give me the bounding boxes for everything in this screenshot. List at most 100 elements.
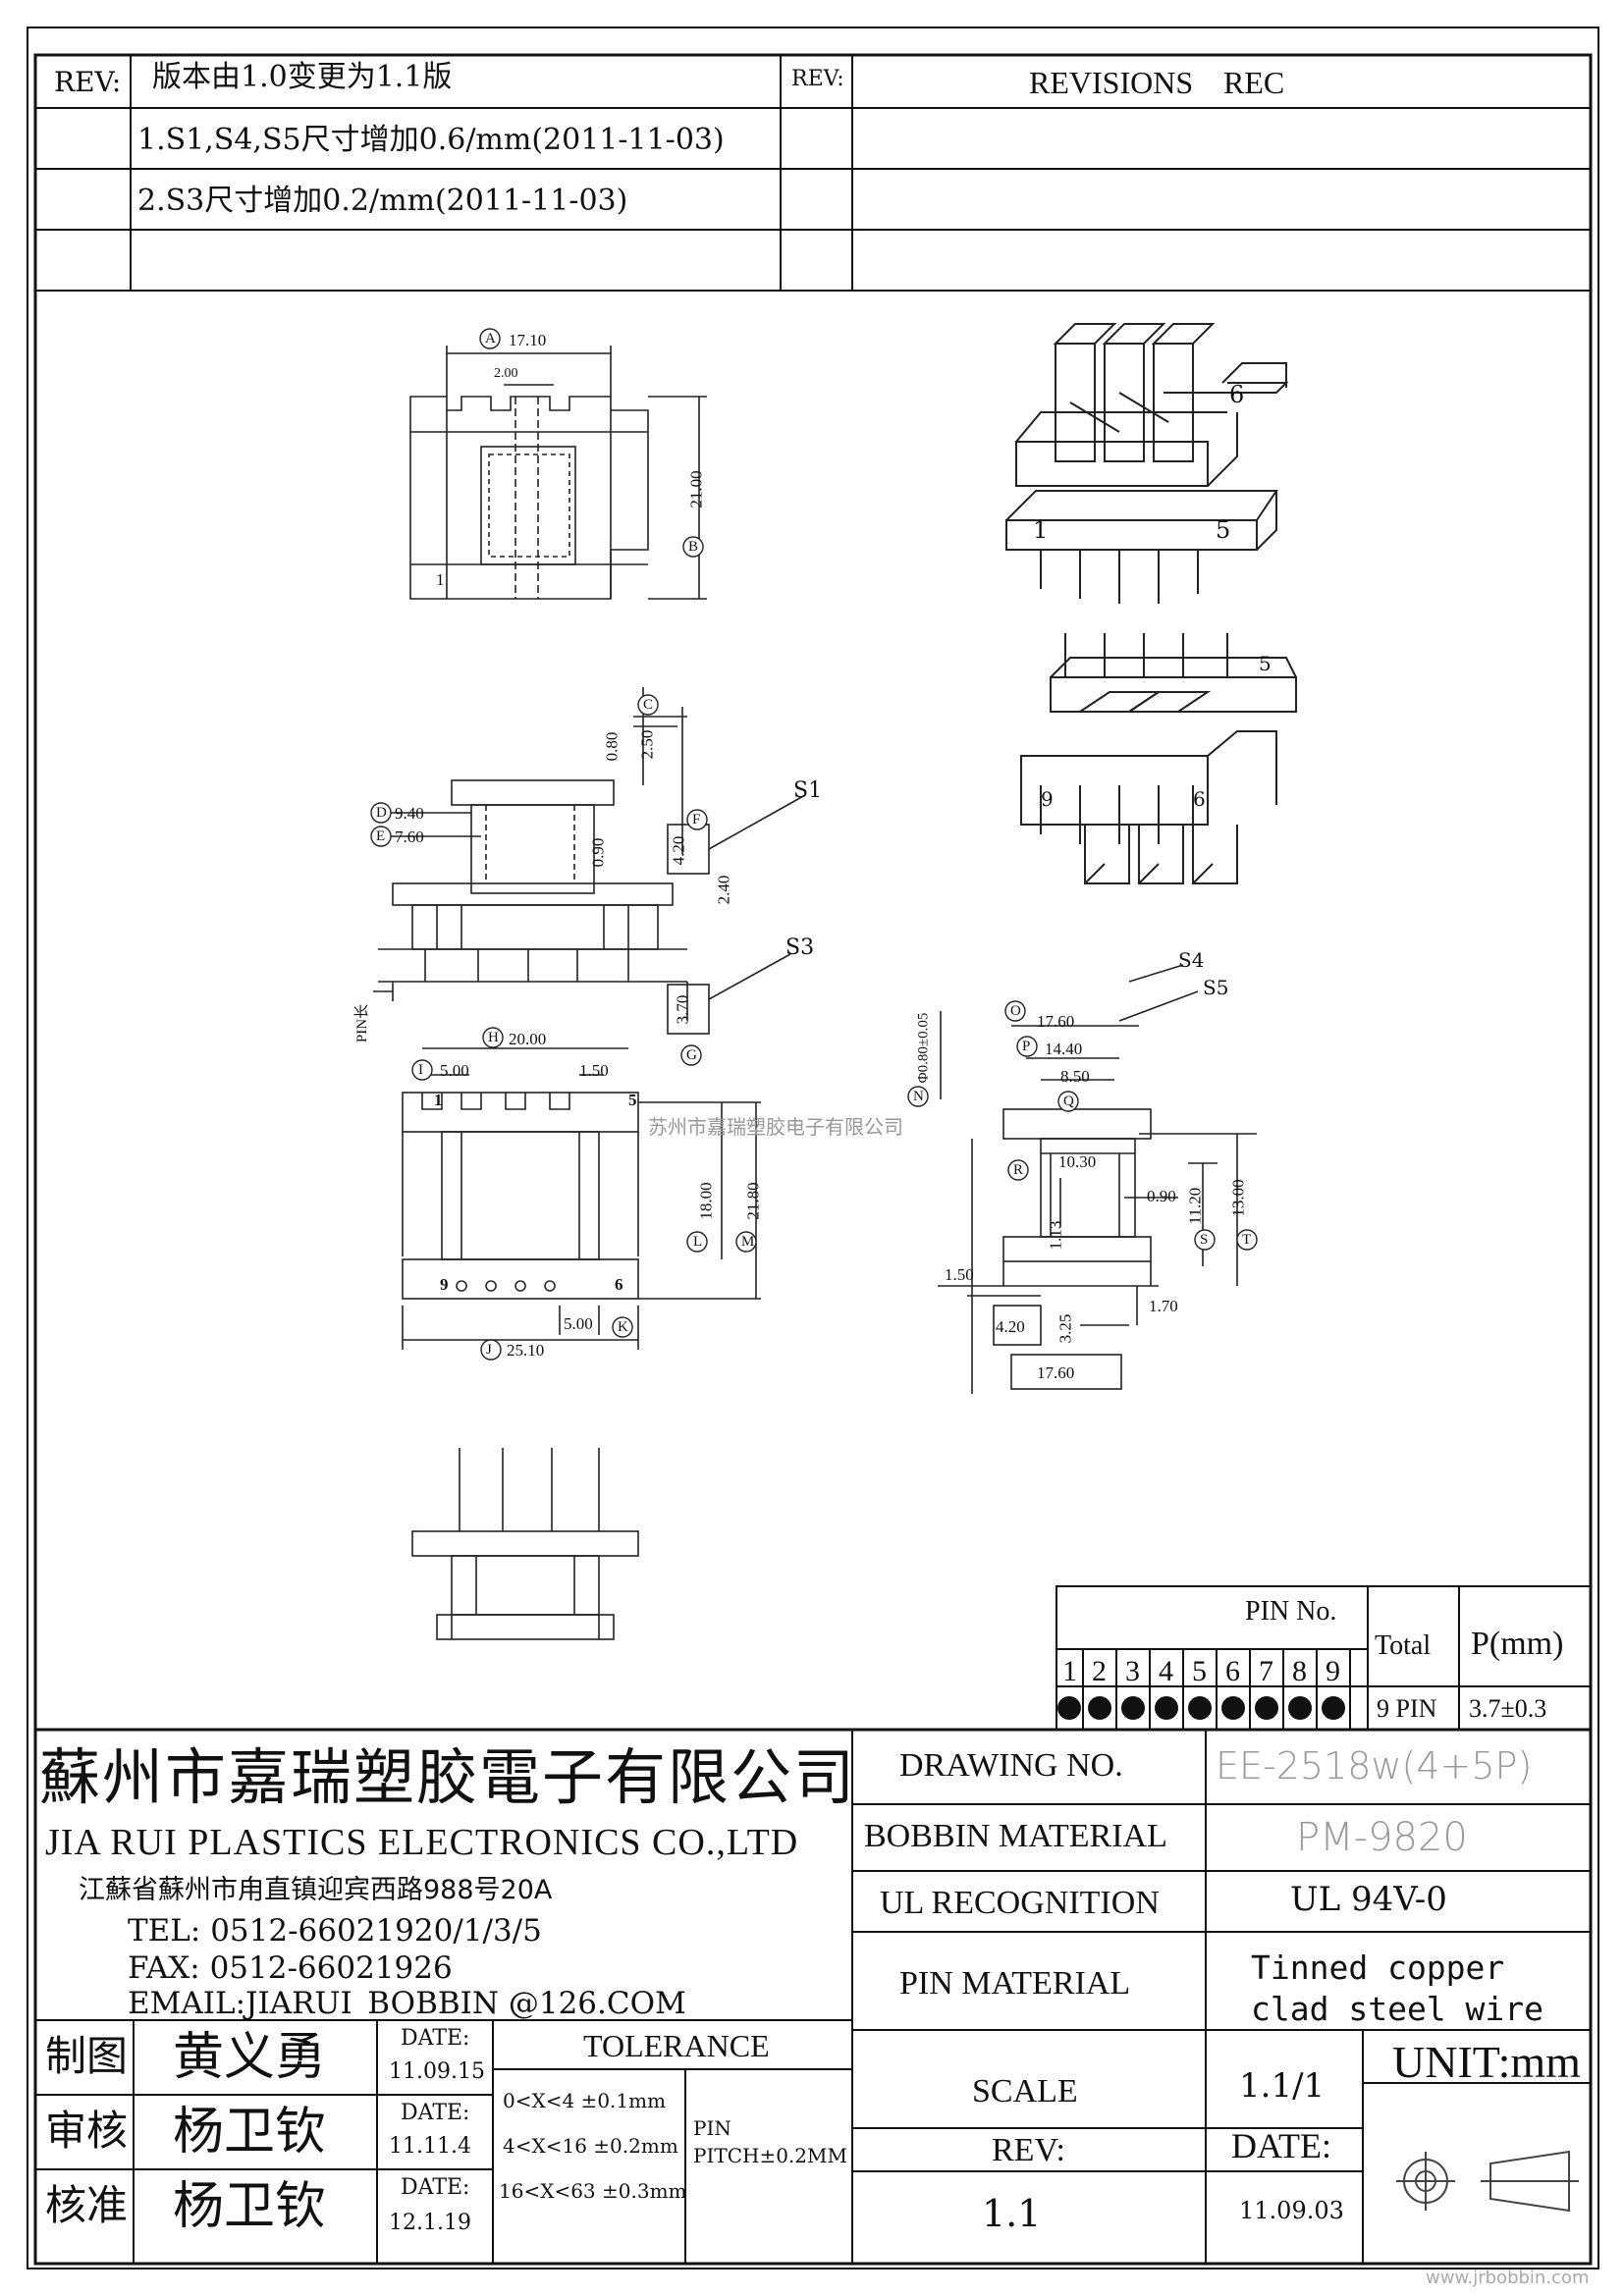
pin-p-label: P(mm): [1471, 1626, 1564, 1662]
sig-date-label-draw: DATE:: [401, 2026, 470, 2051]
tolerance-row-3: 16<X<63 ±0.3mm: [499, 2179, 687, 2203]
iso-view-top: [1005, 323, 1289, 604]
dim-p: 14.40: [1045, 1040, 1083, 1058]
pin-num-4: 4: [1159, 1655, 1173, 1687]
dim-325: 3.25: [1056, 1313, 1075, 1344]
dim-q: 8.50: [1060, 1067, 1090, 1086]
dim-i: 5.00: [440, 1061, 469, 1080]
callout-i: I: [418, 1062, 423, 1078]
date-label-right: DATE:: [1231, 2126, 1331, 2165]
rev-row-3: 2.S3尺寸增加0.2/mm(2011-11-03): [137, 184, 628, 218]
sig-date-draw: 11.09.15: [389, 2059, 485, 2084]
callout-s: S: [1200, 1232, 1209, 1248]
footer-url[interactable]: www.jrbobbin.com: [1426, 2268, 1590, 2288]
pin-num-8: 8: [1292, 1655, 1307, 1687]
tolerance-pin-label: PIN: [693, 2116, 731, 2140]
callout-n: N: [913, 1089, 924, 1104]
tolerance-row-2: 4<X<16 ±0.2mm: [503, 2134, 678, 2158]
pin-material-line-1: Tinned copper: [1251, 1949, 1505, 1987]
scale-label: SCALE: [972, 2073, 1078, 2109]
iso-pin-5b: 5: [1259, 652, 1272, 675]
dim-e: 7.60: [395, 828, 424, 846]
dim-j: 25.10: [507, 1341, 545, 1360]
pin-num-3: 3: [1125, 1655, 1140, 1687]
iso-pin-9: 9: [1041, 787, 1054, 811]
company-address: 江蘇省蘇州市甪直镇迎宾西路988号20A: [79, 1875, 553, 1905]
rev-value: 1.1: [982, 2192, 1042, 2235]
label-s1: S1: [793, 778, 823, 803]
rev-row-2: 1.S1,S4,S5尺寸增加0.6/mm(2011-11-03): [137, 123, 725, 157]
bottom-pin-5: 5: [628, 1091, 637, 1109]
drawing-no-label: DRAWING NO.: [899, 1747, 1123, 1784]
callout-l: L: [693, 1234, 703, 1250]
dim-t: 13.00: [1228, 1179, 1248, 1217]
sig-name-draw: 黄义勇: [173, 2028, 327, 2087]
dim-150-right: 1.50: [945, 1265, 974, 1284]
top-pin-1: 1: [436, 570, 445, 589]
dim-inner-090-right: 0.90: [1147, 1187, 1176, 1205]
side-view: [373, 687, 806, 1035]
dim-a: 17.10: [509, 331, 547, 349]
tolerance-pin-pitch: PITCH±0.2MM: [693, 2144, 847, 2167]
dim-f: 4.20: [669, 835, 688, 866]
rev-label-right: REV:: [791, 67, 844, 91]
iso-pin-6: 6: [1229, 381, 1245, 408]
projection-symbol-icon: [1396, 2150, 1579, 2213]
sig-name-review: 杨卫钦: [173, 2103, 327, 2162]
dim-pitch: 1.50: [579, 1061, 609, 1080]
bottom-view: [402, 1047, 761, 1350]
rev-label-bottom: REV:: [992, 2132, 1065, 2168]
callout-k: K: [618, 1319, 628, 1335]
dim-113: 1.13: [1046, 1220, 1065, 1251]
iso-pin-5: 5: [1216, 516, 1231, 544]
date-value-right: 11.09.03: [1239, 2197, 1344, 2224]
company-email: EMAIL:JIARUI_BOBBIN @126.COM: [128, 1986, 686, 2021]
scale-value: 1.1/1: [1239, 2066, 1326, 2106]
dim-inner-090: 0.90: [588, 837, 608, 868]
dim-b: 21.00: [686, 470, 706, 508]
callout-o: O: [1010, 1003, 1021, 1019]
dim-n: Φ0.80±0.05: [915, 1012, 932, 1084]
callout-c: C: [643, 697, 654, 713]
callout-e: E: [376, 828, 386, 844]
pin-num-5: 5: [1192, 1655, 1207, 1687]
tolerance-row-1: 0<X<4 ±0.1mm: [503, 2089, 667, 2112]
sig-role-review: 审核: [45, 2107, 129, 2155]
sig-date-label-review: DATE:: [401, 2101, 470, 2125]
pin-p-value: 3.7±0.3: [1469, 1694, 1547, 1723]
company-fax: FAX: 0512-66021926: [128, 1950, 453, 1986]
rev-label-left: REV:: [54, 66, 122, 98]
pin-material-label: PIN MATERIAL: [899, 1965, 1131, 2002]
callout-a: A: [485, 331, 496, 347]
ul-label: UL RECOGNITION: [880, 1885, 1160, 1921]
dim-s: 11.20: [1185, 1187, 1205, 1225]
iso-pin-6b: 6: [1193, 787, 1206, 811]
dim-h: 20.00: [509, 1030, 547, 1048]
callout-d: D: [376, 805, 387, 821]
iso-pin-1: 1: [1033, 516, 1049, 544]
dim-o: 17.60: [1037, 1012, 1075, 1031]
callout-q: Q: [1063, 1094, 1074, 1109]
section-view: [938, 964, 1257, 1394]
callout-circles: [370, 328, 1258, 1361]
callout-f: F: [692, 812, 701, 828]
callout-j: J: [486, 1342, 492, 1358]
pin-length-label: PIN长: [354, 1003, 371, 1043]
rec-label: REC: [1223, 65, 1285, 100]
dim-l: 18.00: [696, 1182, 716, 1220]
top-view: [409, 346, 707, 600]
dim-r: 10.30: [1058, 1152, 1097, 1171]
dim-170: 1.70: [1149, 1297, 1178, 1315]
dim-1760-bottom: 17.60: [1037, 1363, 1075, 1382]
label-s3: S3: [785, 935, 815, 960]
rev-row-1: 版本由1.0变更为1.1版: [152, 60, 453, 94]
callout-p: P: [1022, 1039, 1031, 1054]
dim-inner-2: 2.00: [494, 366, 518, 381]
unit-label: UNIT:mm: [1392, 2037, 1581, 2087]
callout-m: M: [741, 1234, 755, 1250]
callout-t: T: [1242, 1232, 1252, 1248]
dim-420-right: 4.20: [996, 1317, 1025, 1336]
watermark-text: 苏州市嘉瑞塑胶电子有限公司: [648, 1115, 903, 1139]
pin-num-9: 9: [1326, 1655, 1340, 1687]
